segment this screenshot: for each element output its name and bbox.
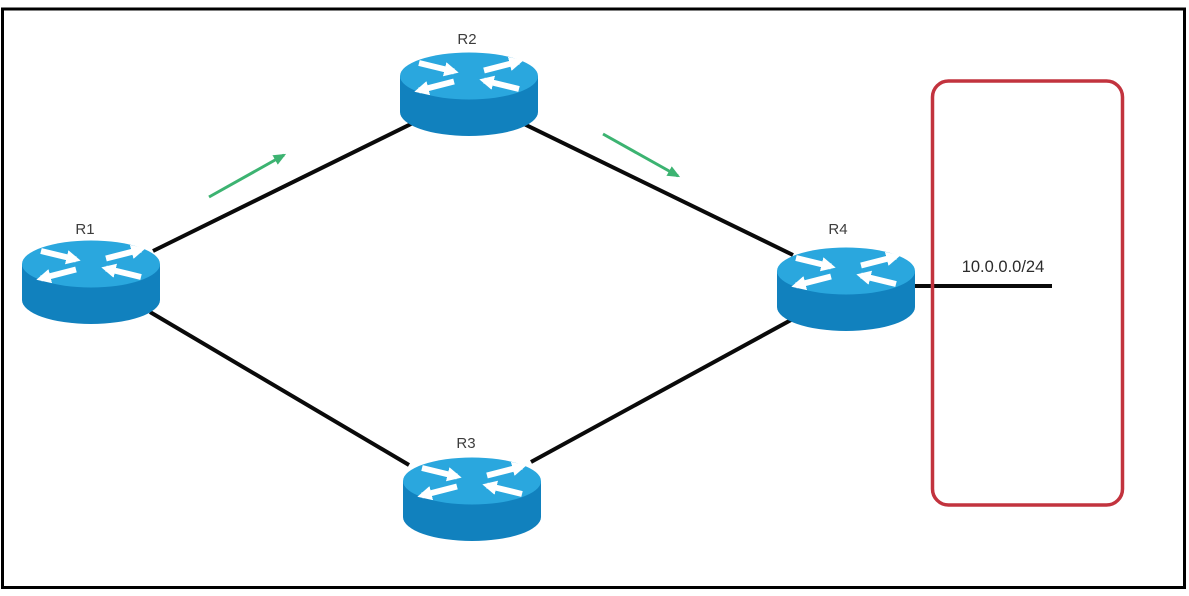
node-label-r4: R4 [828,221,847,238]
node-label-r2: R2 [457,31,476,48]
network-label: 10.0.0.0/24 [962,258,1045,276]
link-r1-r3 [148,310,411,467]
router-icon-r3 [403,458,541,542]
link-r1-r2 [152,120,416,253]
link-r3-r4 [530,318,792,464]
traffic-arrow-r1-to-r2 [208,153,287,199]
links [148,120,1052,467]
router-icon-r2 [400,53,538,137]
image-frame-border [1,7,1186,589]
traffic-arrows [208,132,681,199]
node-label-r1: R1 [75,221,94,238]
router-icon-r1 [22,241,160,325]
router-icon-r4 [777,248,915,332]
traffic-arrow-r2-to-r4 [602,132,681,178]
link-r2-r4 [523,122,794,257]
network-highlight-box [930,79,1125,507]
node-label-r3: R3 [456,435,475,452]
